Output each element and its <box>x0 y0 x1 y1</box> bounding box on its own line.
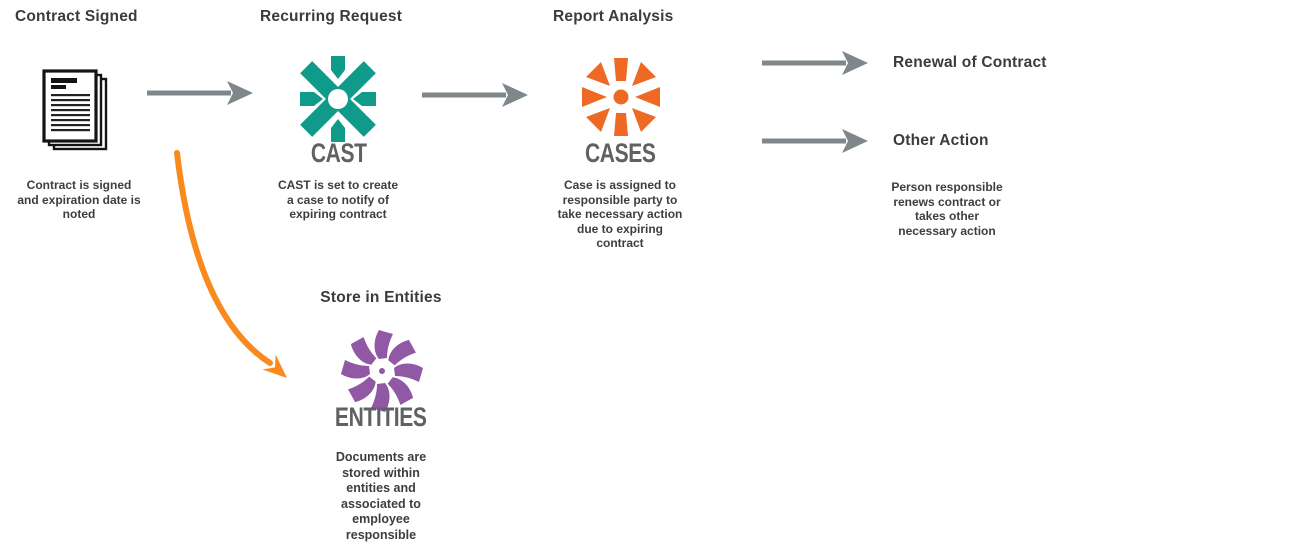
caption-contract: Contract is signed and expiration date i… <box>17 178 141 221</box>
cast-burst-icon <box>300 56 376 142</box>
outcome-label-other-action: Other Action <box>893 132 989 149</box>
curved-arrow-icon <box>174 150 287 378</box>
caption-outcomes: Person responsible renews contract or ta… <box>891 180 1003 238</box>
caption-entities: Documents are stored within entities and… <box>335 450 427 542</box>
cases-burst-icon <box>582 58 660 136</box>
document-stack-icon <box>42 69 108 151</box>
caption-cases: Case is assigned to responsible party to… <box>557 178 683 250</box>
arrow-right-icon <box>762 129 868 153</box>
product-label-cases: CASES <box>584 138 656 168</box>
arrow-right-icon <box>147 81 253 105</box>
caption-cast: CAST is set to create a case to notify o… <box>277 178 399 221</box>
step-title-recurring-request: Recurring Request <box>260 8 403 25</box>
step-title-report-analysis: Report Analysis <box>553 8 674 25</box>
outcome-label-renewal: Renewal of Contract <box>893 54 1047 71</box>
arrow-right-icon <box>422 83 528 107</box>
arrow-right-icon <box>762 51 868 75</box>
step-title-store-in-entities: Store in Entities <box>320 289 442 306</box>
product-label-entities: ENTITIES <box>335 402 427 432</box>
entities-pinwheel-icon <box>341 330 423 412</box>
step-title-contract-signed: Contract Signed <box>15 8 138 25</box>
product-label-cast: CAST <box>311 138 367 168</box>
